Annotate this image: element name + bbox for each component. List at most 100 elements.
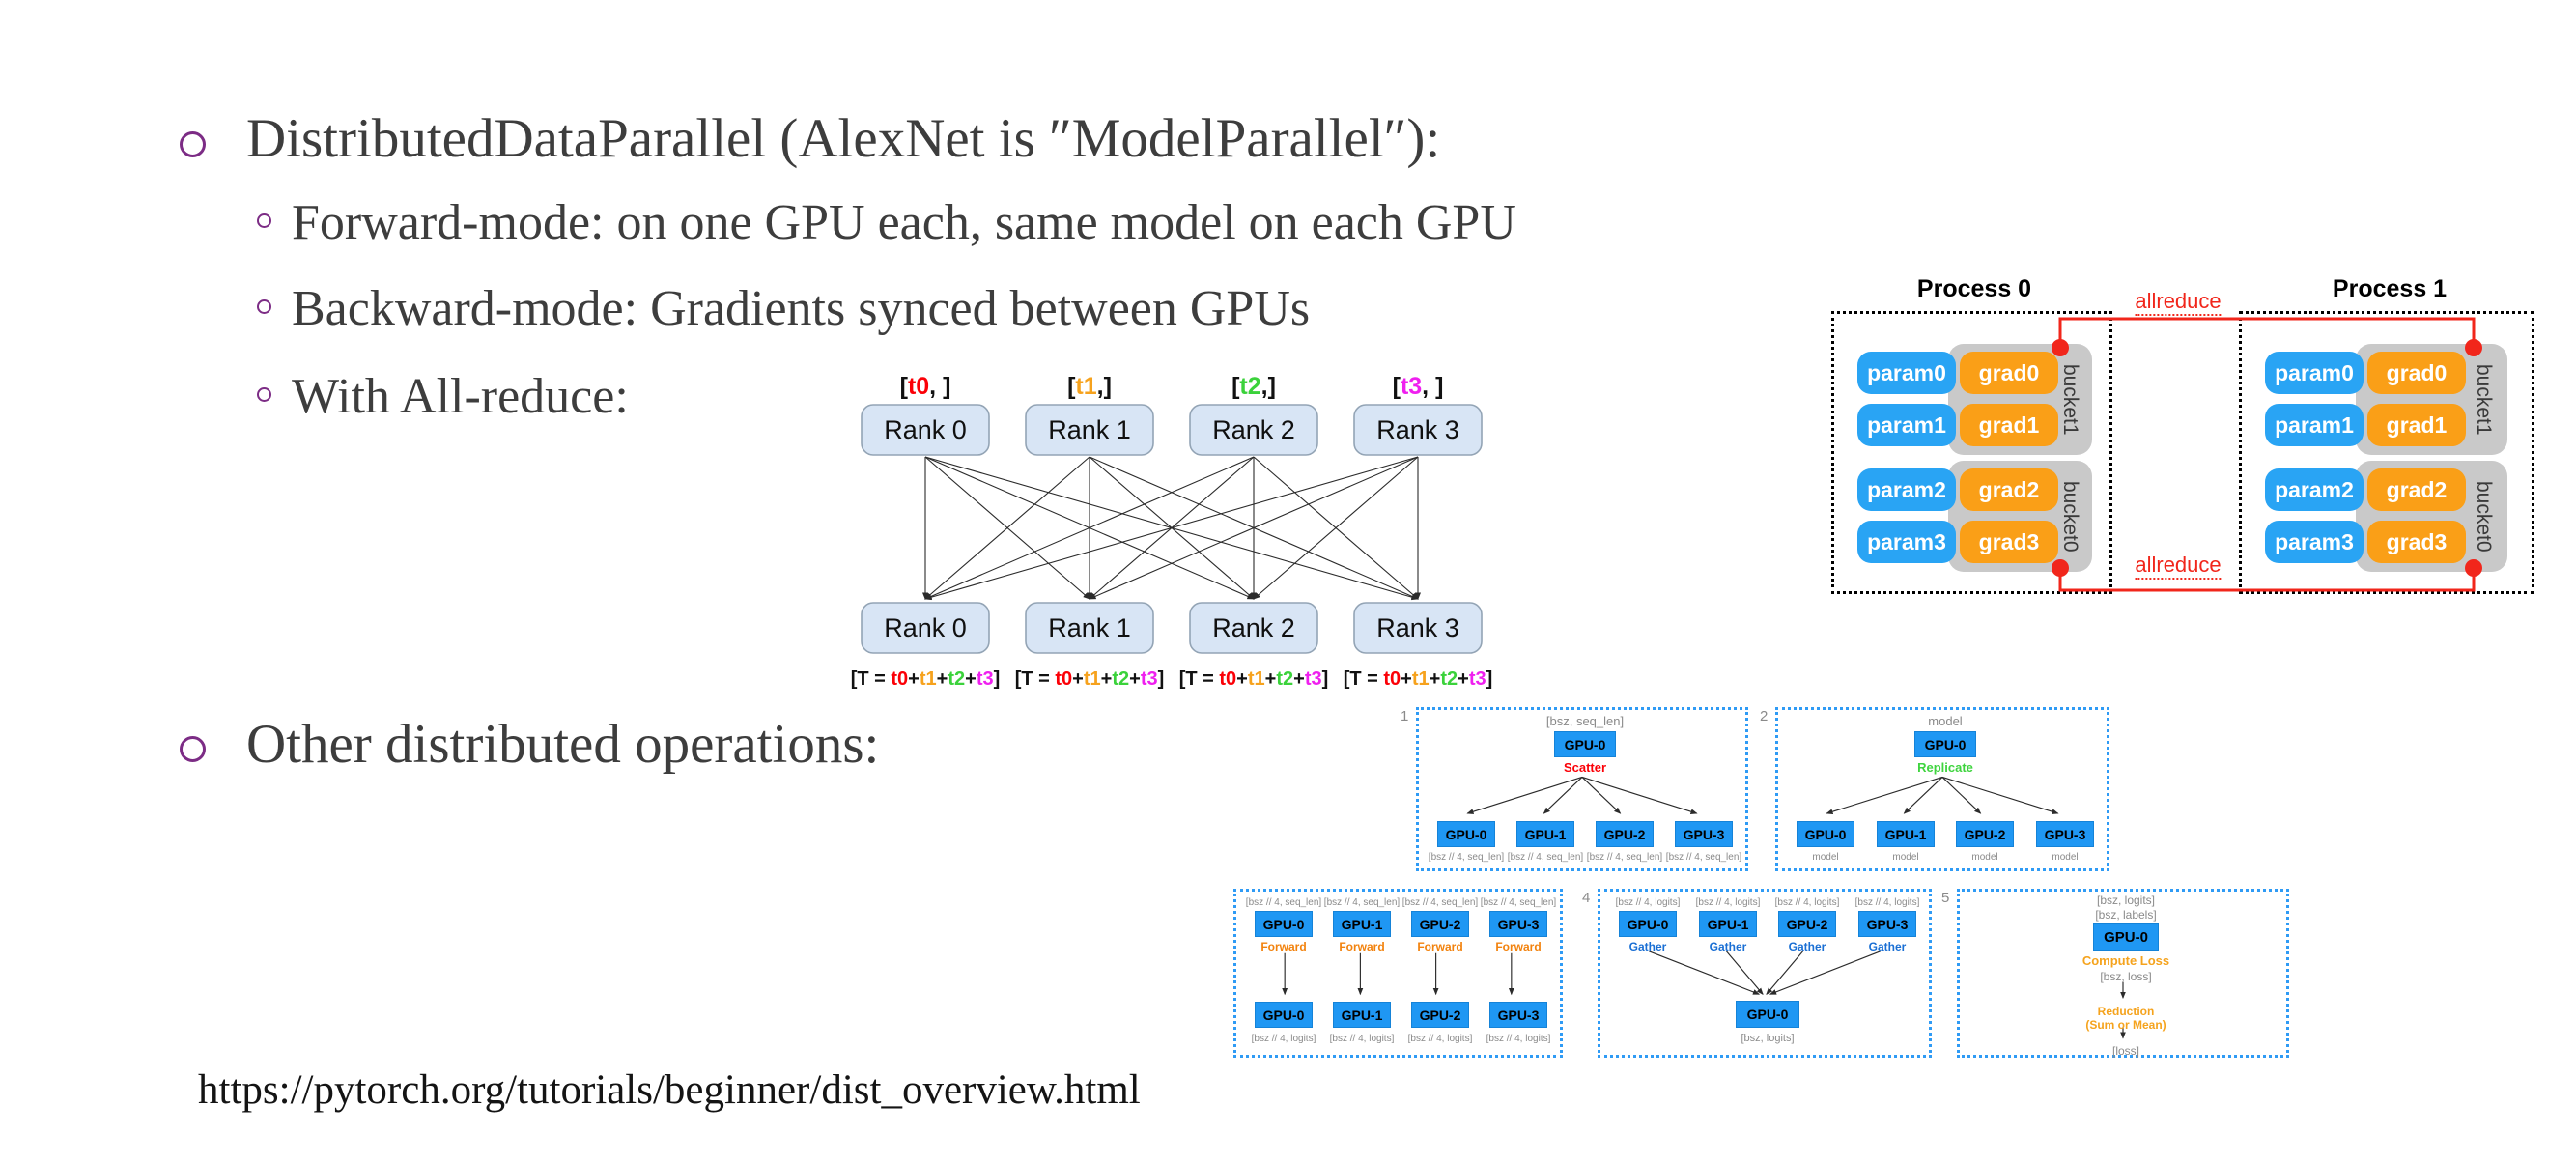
panel-number: 5	[1941, 890, 1950, 906]
ops-panel-3: [bsz // 4, seq_len] [bsz // 4, seq_len] [b…	[1233, 889, 1563, 1058]
op-label: Forward	[1260, 940, 1307, 953]
arrow-line	[1649, 951, 1761, 995]
gpu-box: GPU-2	[1411, 1002, 1469, 1028]
gpu-box: GPU-1	[1699, 911, 1757, 937]
grad-pill: grad1	[1960, 404, 2058, 446]
shape-label: [bsz, labels]	[2095, 908, 2157, 922]
shape-label: [bsz // 4, seq_len]	[1323, 897, 1401, 908]
arrow-line	[1903, 777, 1943, 814]
gpu-box: GPU-0	[1255, 911, 1313, 937]
arrow-line	[1766, 951, 1804, 995]
panel-number: 2	[1760, 708, 1769, 724]
gpu-box: GPU-3	[1489, 1002, 1547, 1028]
process-box	[1831, 311, 2112, 594]
allreduce-arrow-line	[924, 456, 1419, 601]
sub-bullet-ring-icon	[257, 387, 271, 402]
process-title: Process 0	[1916, 275, 2032, 302]
panel-arrows-svg	[1466, 776, 1698, 814]
op-label: Forward	[1417, 940, 1463, 953]
shape-label: model	[1812, 852, 1839, 863]
rank-bottom-box	[1025, 602, 1154, 654]
sub-bullet-forward: Forward-mode: on one GPU each, same mode…	[292, 195, 1516, 250]
sum-label: [T = t0+t1+t2+t3]	[851, 668, 1001, 690]
rank-top-box	[1025, 404, 1154, 456]
sum-label: [T = t0+t1+t2+t3]	[1344, 668, 1493, 690]
op-label: Compute Loss	[2081, 953, 2170, 968]
bullet-ring-icon	[180, 736, 206, 762]
arrow-line	[1581, 777, 1622, 814]
shape-label: [bsz, logits]	[2096, 894, 2156, 907]
ops-panel-4: [bsz // 4, logits] [bsz // 4, logits] [bsz…	[1598, 889, 1932, 1058]
grad-pill: grad2	[1960, 468, 2058, 511]
arrow-line	[1725, 951, 1764, 995]
bucket-label: bucket0	[2059, 480, 2081, 553]
arrow-line	[1543, 777, 1583, 814]
bucket-label: bucket1	[2059, 363, 2081, 436]
gpu-box: GPU-0	[2093, 923, 2159, 951]
rank-top-label: Rank 0	[884, 415, 967, 444]
param-pill: param0	[2265, 352, 2364, 394]
grad-pill: grad1	[2367, 404, 2466, 446]
shape-label: [bsz // 4, logits]	[1774, 897, 1840, 908]
panel-arrows-svg	[2120, 981, 2126, 1039]
sub-bullet-ring-icon	[257, 213, 271, 228]
bucket-label: bucket1	[2473, 363, 2495, 436]
rank-bottom-box	[861, 602, 990, 654]
gpu-box: GPU-0	[1619, 911, 1677, 937]
gpu-box: GPU-2	[1778, 911, 1836, 937]
arrow-line	[1941, 777, 1982, 814]
shape-label: [bsz, logits]	[1741, 1033, 1795, 1044]
sub-bullet-allreduce: With All-reduce:	[292, 369, 629, 424]
panel-arrows-svg	[1649, 951, 1881, 995]
param-pill: param2	[2265, 468, 2364, 511]
gpu-box: GPU-1	[1877, 821, 1935, 847]
grad-pill: grad3	[1960, 521, 2058, 563]
op-label: Forward	[1339, 940, 1385, 953]
shape-label: [loss]	[2111, 1044, 2140, 1058]
op-label: (Sum or Mean)	[2085, 1018, 2166, 1032]
shape-label: [bsz // 4, seq_len]	[1480, 897, 1557, 908]
gpu-box: GPU-1	[1333, 1002, 1391, 1028]
gpu-box: GPU-0	[1914, 731, 1976, 757]
arrow-line	[1466, 776, 1583, 814]
shape-label: [bsz // 4, seq_len]	[1665, 852, 1742, 863]
op-label: Scatter	[1563, 760, 1607, 775]
gpu-box: GPU-1	[1333, 911, 1391, 937]
shape-label: [bsz // 4, logits]	[1407, 1034, 1473, 1044]
tensor-label: [t0, ]	[900, 373, 951, 400]
panel-number: 1	[1401, 708, 1409, 724]
shape-label: model	[1892, 852, 1919, 863]
process-box	[2239, 311, 2534, 594]
shape-label: [bsz // 4, logits]	[1251, 1034, 1316, 1044]
allreduce-arrow-line	[924, 456, 1255, 600]
param-pill: param3	[2265, 521, 2364, 563]
shape-label: [bsz // 4, logits]	[1695, 897, 1761, 908]
op-label: Gather	[1628, 940, 1667, 953]
rank-bottom-box	[1353, 602, 1483, 654]
op-label: Reduction	[2097, 1005, 2155, 1018]
allreduce-links-svg	[2058, 317, 2476, 592]
shape-label: [bsz // 4, seq_len]	[1507, 852, 1584, 863]
shape-label: model	[1928, 714, 1963, 728]
allreduce-line-top	[2058, 317, 2476, 348]
gpu-box: GPU-3	[1675, 821, 1733, 847]
grad-pill: grad2	[2367, 468, 2466, 511]
op-label: Gather	[1788, 940, 1826, 953]
op-label: Gather	[1868, 940, 1907, 953]
allreduce-line-bottom	[2058, 568, 2476, 592]
rank-bottom-label: Rank 0	[884, 613, 967, 642]
rank-top-label: Rank 1	[1048, 415, 1131, 444]
shape-label: model	[1971, 852, 1998, 863]
panel-arrows-svg	[1282, 952, 1514, 996]
gpu-box: GPU-0	[1554, 731, 1616, 757]
param-pill: param0	[1857, 352, 1956, 394]
param-pill: param2	[1857, 468, 1956, 511]
process-title: Process 1	[2332, 275, 2448, 302]
gpu-box: GPU-2	[1411, 911, 1469, 937]
gpu-box: GPU-0	[1255, 1002, 1313, 1028]
